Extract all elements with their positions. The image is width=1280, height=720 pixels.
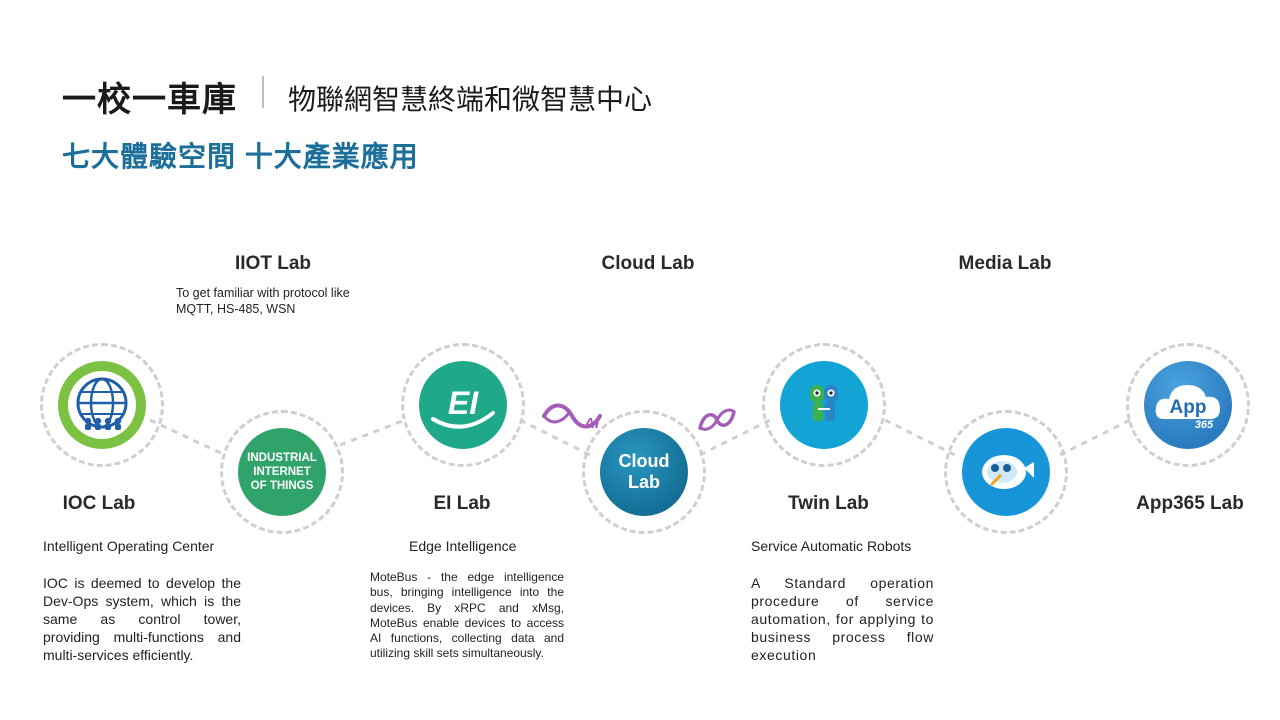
ei-lab-description: MoteBus - the edge intelligence bus, bri… [370, 570, 564, 661]
iiot-lab-description: To get familiar with protocol like MQTT,… [176, 286, 350, 316]
cloud-badge: Cloud Lab [600, 428, 688, 516]
app365-ring [1126, 343, 1250, 467]
cloud-ring [582, 410, 706, 534]
media-bird-icon [982, 455, 1034, 489]
ioc-lab-subtitle: Intelligent Operating Center [43, 538, 215, 554]
globe-network-icon [68, 371, 136, 439]
twin-lab-title: Twin Lab [788, 493, 869, 514]
page-subtitle: 物聯網智慧終端和微智慧中心 [288, 84, 653, 115]
ioc-badge [58, 361, 146, 449]
ei-logo-icon: EI [431, 385, 495, 429]
infinity-icon [698, 408, 736, 431]
ei-ring [401, 343, 525, 467]
iiot-ring [220, 410, 344, 534]
app365-cloud-icon: App 365 [1155, 385, 1220, 431]
title-divider [262, 76, 264, 108]
iiot-badge: INDUSTRIAL INTERNET OF THINGS [238, 428, 326, 516]
media-badge [962, 428, 1050, 516]
svg-text:AI: AI [583, 415, 600, 432]
iiot-lab-title: IIOT Lab [235, 253, 311, 274]
ioc-lab-description: IOC is deemed to develop the Dev-Ops sys… [43, 575, 241, 663]
ioc-lab-title: IOC Lab [62, 493, 136, 514]
cloud-lab-title: Cloud Lab [601, 253, 695, 274]
twin-lab-description: A Standard operation procedure of servic… [751, 575, 934, 663]
twin-lab-subtitle: Service Automatic Robots [751, 538, 912, 554]
twin-robot-icon [810, 385, 838, 421]
ei-badge: EI [419, 361, 507, 449]
ei-lab-subtitle: Edge Intelligence [409, 538, 517, 554]
svg-text:EI: EI [448, 385, 479, 421]
media-ring [944, 410, 1068, 534]
app365-lab-title: App365 Lab [1136, 493, 1244, 514]
ai-infinity-icon: AI [542, 403, 602, 432]
media-lab-title: Media Lab [958, 253, 1052, 274]
twin-ring [762, 343, 886, 467]
app365-badge: App 365 [1144, 361, 1232, 449]
ei-lab-title: EI Lab [433, 493, 491, 514]
svg-text:App: App [1170, 397, 1207, 418]
svg-text:365: 365 [1195, 419, 1214, 431]
page-title: 一校一車庫 [62, 81, 237, 119]
twin-badge [780, 361, 868, 449]
ioc-ring [40, 343, 164, 467]
page-tagline: 七大體驗空間 十大產業應用 [62, 141, 419, 172]
